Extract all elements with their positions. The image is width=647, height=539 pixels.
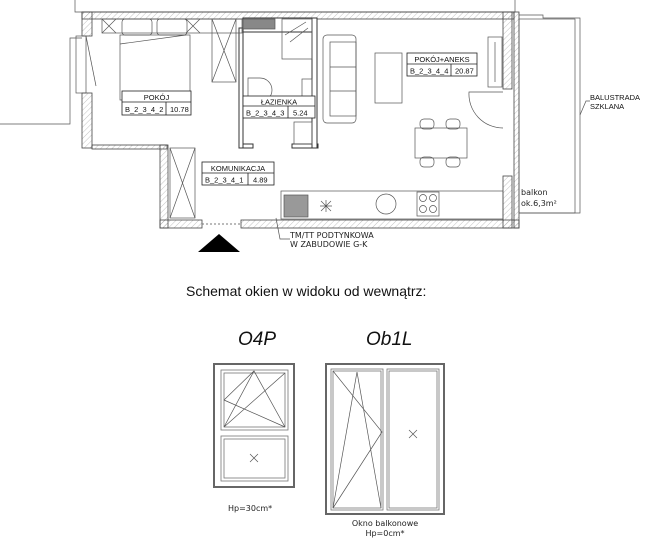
railing-note-2: SZKLANA [590, 102, 624, 111]
balcony-door-swing [468, 91, 504, 129]
window-note: Hp=0cm* [365, 529, 404, 538]
fixed-pane-x-icon [408, 429, 418, 439]
window-left [75, 35, 97, 94]
sofa [322, 34, 357, 124]
walls [81, 11, 520, 229]
room-label-pokoj: POKÓJ B_2_3_4_2 10.78 [121, 90, 192, 116]
room-name: KOMUNIKACJA [211, 164, 265, 173]
room-code: B_2_3_4_2 [125, 105, 163, 114]
windows-title: Schemat okien w widoku od wewnątrz: [186, 283, 426, 299]
window-o4p: O4P Hp=30cm* [213, 329, 295, 513]
entrance-arrow-icon [198, 234, 240, 252]
room-area: 10.78 [170, 105, 189, 114]
room-code: B_2_3_4_3 [246, 109, 284, 118]
room-area: 4.89 [253, 176, 268, 185]
bed [101, 18, 243, 101]
room-area: 20.87 [455, 67, 474, 76]
coffee-table [374, 52, 403, 104]
room-name: POKÓJ [144, 93, 170, 102]
railing-note-1: BALUSTRADA [590, 93, 640, 102]
room-code: B_2_3_4_4 [410, 67, 448, 76]
window-code: O4P [238, 329, 276, 350]
radiator [487, 36, 503, 88]
room-label-komunikacja: KOMUNIKACJA B_2_3_4_1 4.89 [201, 161, 275, 186]
balcony-area: ok.6,3m² [521, 199, 557, 208]
dining-table [414, 118, 468, 168]
window-code: Ob1L [366, 329, 412, 350]
bathroom-fixtures [242, 18, 313, 145]
window-ob1l: Ob1L Okno balkonowe Hp=0cm* [325, 329, 445, 538]
room-name: ŁAZIENKA [261, 98, 297, 107]
window-note: Hp=30cm* [228, 504, 272, 513]
room-area: 5.24 [293, 109, 308, 118]
balcony: balkon ok.6,3m² BALUSTRADA SZKLANA [518, 14, 640, 214]
tm-note: TM/TT PODTYNKOWA W ZABUDOWIE G-K [275, 217, 374, 249]
tm-note-1: TM/TT PODTYNKOWA [289, 231, 374, 240]
window-caption: Okno balkonowe [352, 519, 418, 528]
room-code: B_2_3_4_1 [205, 176, 243, 185]
balcony-label: balkon [521, 188, 548, 197]
room-label-lazienka: ŁAZIENKA B_2_3_4_3 5.24 [242, 95, 316, 119]
room-label-pokoj-aneks: POKÓJ+ANEKS B_2_3_4_4 20.87 [406, 52, 478, 77]
wardrobe [169, 18, 237, 219]
fixed-pane-x-icon [249, 453, 259, 463]
kitchen [280, 190, 504, 220]
tm-note-2: W ZABUDOWIE G-K [290, 240, 368, 249]
room-name: POKÓJ+ANEKS [414, 55, 469, 64]
